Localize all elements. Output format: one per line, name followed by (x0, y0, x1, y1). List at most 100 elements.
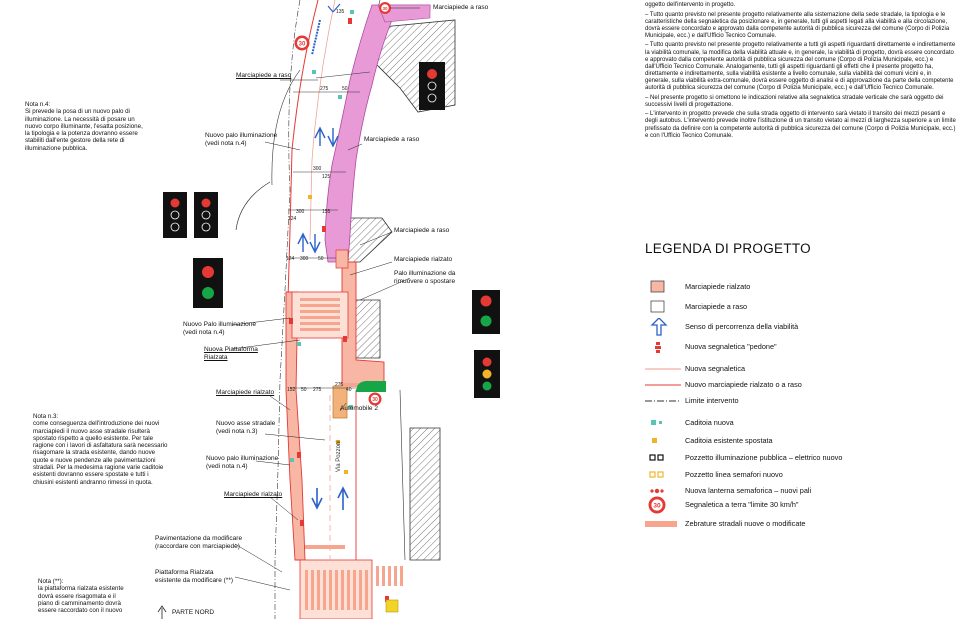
label-marciapiede-raso-4: Marciapiede a raso (394, 227, 450, 234)
legend-label: Senso di percorrenza della viabilità (685, 322, 799, 331)
legend-label: Caditoia esistente spostata (685, 436, 773, 445)
label-marciapiede-rialzato-right: Marciapiede rialzato (394, 256, 453, 263)
speed-30-icon: 30 (645, 496, 673, 514)
label-automobile: Automobile 2 (340, 405, 378, 412)
traffic-light-top (419, 62, 445, 110)
flow-arrow-2 (297, 232, 321, 254)
legend-label: Limite intervento (685, 396, 739, 405)
label-nuovo-palo-low: Nuovo palo illuminazione (vedi nota n.4) (206, 455, 279, 470)
red-dots-icon (645, 484, 673, 498)
dim-label: 50 (318, 256, 324, 262)
line-pink-icon (645, 362, 681, 376)
leader-lines (231, 7, 420, 591)
label-marciapiede-rialzato-left-1: Marciapiede rialzato (216, 389, 275, 396)
traffic-light-right (474, 350, 500, 398)
note-paragraph: – Nel presente progetto si omettono le i… (645, 94, 944, 108)
label-pavimentazione: Pavimentazione da modificare (raccordare… (155, 535, 243, 550)
nota-star-text: Nota (**): la piattaforma rialzata esist… (38, 578, 124, 615)
label-nuova-piattaforma: Nuova Piattaforma Rialzata (204, 346, 258, 361)
yellow-outline-squares-icon (645, 468, 673, 482)
green-island (356, 380, 386, 392)
dim-label: 155 (322, 209, 331, 215)
sidewalk-rialzato-top (335, 249, 349, 269)
road-edge-lower-far (399, 389, 406, 561)
speed-30-marking-3: 30 (368, 392, 382, 406)
automobile-2 (332, 385, 348, 419)
label-palo-rimuovere: Palo illuminazione da rimuovere o sposta… (394, 270, 456, 285)
line-red-icon (645, 378, 681, 392)
teal-squares-icon (645, 416, 673, 430)
speed-30-marking-1: 30 (294, 35, 310, 51)
old-road-left-2 (271, 69, 301, 186)
legend-item-nuova-segnaletica: Nuova segnaletica (645, 362, 955, 376)
note-paragraph: oggetto dell'intervento in progetto. (645, 2, 736, 8)
legend-item-raso: Marciapiede a raso (645, 300, 955, 314)
box-pink-icon (645, 280, 673, 294)
stop-line-2 (340, 383, 362, 387)
dim-label: 275 (313, 387, 322, 393)
dim-label: 124 (286, 256, 295, 262)
zebra-crossing-bottom (305, 570, 368, 610)
dim-label: 135 (336, 9, 345, 15)
pedestrian-light-right (472, 290, 500, 334)
legend-label: Zebrature stradali nuove o modificate (685, 519, 806, 528)
dim-label: 50 (301, 387, 307, 393)
legend-label: Marciapiede a raso (685, 302, 748, 311)
legend-item-caditoia-nuova: Caditoia nuova (645, 416, 955, 430)
legend-label: Segnaletica a terra "limite 30 km/h" (685, 500, 799, 509)
legend-item-limite: Limite intervento (645, 394, 955, 408)
label-nuovo-palo-mid: Nuovo Palo illuminazione (vedi nota n.4) (183, 321, 256, 336)
legend-item-pedone: Nuova segnaletica "pedone" (645, 340, 955, 354)
yellow-square-icon (645, 434, 673, 448)
yellow-sign-marking (385, 599, 399, 613)
dim-label: 275 (320, 86, 329, 92)
pedestrian-icon (645, 340, 673, 354)
legend-item-caditoia-spostata: Caditoia esistente spostata (645, 434, 955, 448)
legend-label: Nuovo marciapiede rialzato o a raso (685, 380, 802, 389)
label-nuovo-palo-top: Nuovo palo illuminazione (vedi nota n.4) (205, 132, 278, 147)
nota-4-text: Nota n.4: Si prevede la posa di un nuovo… (25, 101, 143, 152)
existing-building-bottom (409, 427, 441, 561)
legend-label: Nuova segnaletica "pedone" (685, 342, 777, 351)
traffic-light-left-1 (163, 192, 187, 238)
black-squares-icon (645, 451, 673, 465)
zebra-crossing-top (300, 298, 340, 331)
flow-arrow-1 (314, 126, 339, 148)
flow-arrow-top (327, 3, 341, 13)
box-white-icon (645, 300, 673, 314)
legend-label: Pozzetto linea semafori nuovo (685, 470, 783, 479)
zebra-bar-icon (645, 517, 677, 531)
sidewalk-raso-top (377, 4, 431, 23)
dim-label: 300 (296, 209, 305, 215)
label-piattaforma-esistente: Piattaforma Rialzata esistente da modifi… (155, 569, 234, 584)
pedestrian-markings (289, 18, 389, 602)
note-paragraph: – Tutto quanto previsto nel presente pro… (645, 42, 956, 92)
dimension-labels: 275 50 300 125 124 300 155 124 300 50 15… (286, 9, 352, 393)
dim-label: 50 (342, 86, 348, 92)
svg-text:30: 30 (299, 42, 306, 48)
legend-label: Nuova lanterna semaforica – nuovi pali (685, 486, 812, 495)
svg-text:30: 30 (382, 6, 388, 11)
label-parte-nord: PARTE NORD (172, 609, 215, 616)
dim-label: 125 (322, 174, 331, 180)
legend-item-senso: Senso di percorrenza della viabilità (645, 317, 955, 336)
dim-label: 275 (335, 382, 344, 388)
legend-item-rialzato: Marciapiede rialzato (645, 280, 955, 294)
legend-label: Marciapiede rialzato (685, 282, 751, 291)
moved-drains (308, 195, 348, 474)
pedestrian-light-left (193, 258, 223, 308)
dim-label: 124 (288, 216, 297, 222)
dim-label: 40 (346, 387, 352, 393)
existing-building-low (354, 299, 381, 359)
label-marciapiede-raso-1: Marciapiede a raso (433, 4, 489, 11)
legend-label: Caditoia nuova (685, 418, 734, 427)
stop-line-1 (305, 545, 345, 549)
dim-label: 300 (313, 166, 322, 172)
general-notes: oggetto dell'intervento in progetto. – T… (645, 2, 957, 142)
label-nuovo-asse: Nuovo asse stradale (vedi nota n.3) (216, 420, 276, 435)
dash-dot-line-icon (645, 394, 681, 408)
legend-item-nuovo-marciapiede: Nuovo marciapiede rialzato o a raso (645, 378, 955, 392)
svg-text:30: 30 (653, 503, 661, 510)
flow-arrow-3 (311, 486, 349, 510)
